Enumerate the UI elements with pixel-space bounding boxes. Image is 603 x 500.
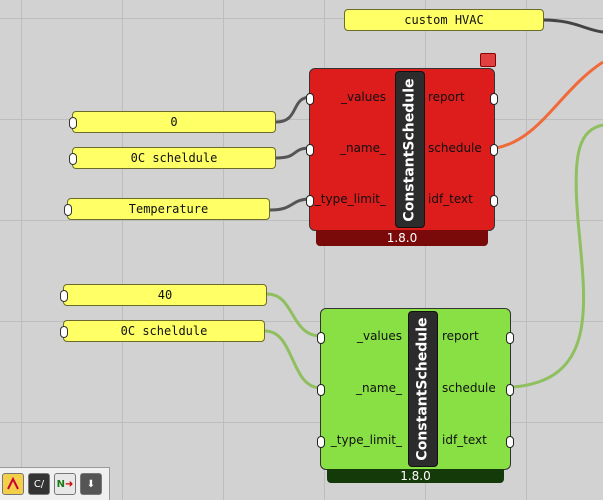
panel-value-40[interactable]: 40 [60,284,267,306]
output-label-report: report [442,329,479,343]
component-version: 1.8.0 [316,230,488,246]
output-label-report: report [428,90,465,104]
panel-text: custom HVAC [404,13,484,27]
panel-name-2[interactable]: 0C scheldule [60,320,265,342]
wire [269,197,312,212]
wire [542,18,603,34]
component-title: ConstantSchedule [402,77,418,222]
warning-icon [480,53,496,67]
output-grip-idf-text[interactable] [506,436,514,448]
input-label-type-limit: _type_limit_ [314,192,386,206]
input-label-type-limit: _type_limit_ [330,433,402,447]
panel-grip[interactable] [60,290,68,302]
wire [264,329,322,390]
ladybug-icon[interactable] [2,473,24,495]
component-version: 1.8.0 [327,469,504,483]
csharp-icon[interactable]: C/ [28,473,50,495]
input-grip-values[interactable] [306,93,314,105]
input-label-values: _values [340,90,386,104]
panel-value-0[interactable]: 0 [69,111,276,133]
input-grip-name[interactable] [317,384,325,396]
input-grip-values[interactable] [317,332,325,344]
input-grip-name[interactable] [306,144,314,156]
panel-grip[interactable] [60,326,68,338]
component-title-bar[interactable]: ConstantSchedule [408,311,438,467]
input-grip-type-limit[interactable] [306,195,314,207]
component-title: ConstantSchedule [415,317,431,461]
panel-name-1[interactable]: 0C scheldule [69,147,276,169]
input-label-name: _name_ [355,381,402,395]
arrow-icon[interactable]: N➜ [54,473,76,495]
output-label-idf-text: idf_text [442,433,487,447]
output-grip-report[interactable] [506,332,514,344]
input-label-values: _values [356,329,402,343]
panel-type-temperature[interactable]: Temperature [64,198,270,220]
wire [266,292,322,338]
component-title-bar[interactable]: ConstantSchedule [395,71,425,228]
panel-text: 0C scheldule [130,151,218,165]
panel-text: 0 [170,115,178,129]
output-grip-report[interactable] [490,93,498,105]
panel-grip[interactable] [69,153,77,165]
panel-grip[interactable] [69,117,77,129]
constant-schedule-component-red[interactable]: _values _name_ _type_limit_ ConstantSche… [306,53,498,246]
canvas-toolbar: C/ N➜ ⬇ [0,467,110,500]
panel-text: 0C scheldule [120,324,208,338]
panel-grip[interactable] [64,204,72,216]
input-label-name: _name_ [339,141,386,155]
wire [512,123,603,389]
output-grip-idf-text[interactable] [490,195,498,207]
output-label-schedule: schedule [442,381,496,395]
output-grip-schedule[interactable] [506,384,514,396]
download-icon[interactable]: ⬇ [80,473,102,495]
output-label-schedule: schedule [428,141,482,155]
output-label-idf-text: idf_text [428,192,473,206]
panel-custom-hvac[interactable]: custom HVAC [344,9,544,31]
output-grip-schedule[interactable] [490,144,498,156]
panel-text: Temperature [128,202,209,216]
input-grip-type-limit[interactable] [317,436,325,448]
wire [495,60,603,150]
panel-text: 40 [157,288,173,302]
constant-schedule-component-green[interactable]: _values _name_ _type_limit_ ConstantSche… [317,308,514,483]
